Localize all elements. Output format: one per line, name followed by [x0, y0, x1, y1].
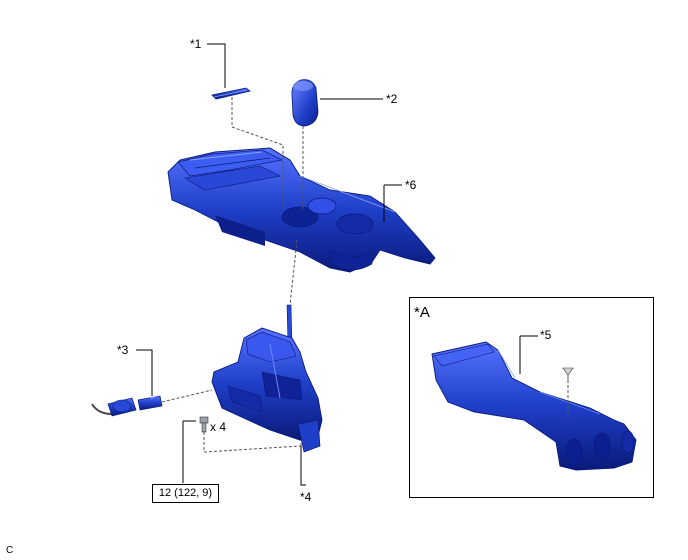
shift-lever-assembly-part [211, 304, 323, 453]
callout-part-3: *3 [117, 343, 129, 357]
torque-spec: 12 (122, 9) [152, 484, 219, 503]
footer-code: C [6, 545, 14, 556]
bolt-icon [199, 416, 209, 433]
inset-panel [409, 297, 654, 498]
inset-callout-leader [519, 335, 538, 374]
callout-leaders [136, 43, 402, 486]
bolt-quantity: x 4 [210, 420, 227, 434]
vent-duct-part [431, 341, 637, 471]
callout-part-1: *1 [190, 37, 202, 51]
assembly-guide-lines [161, 97, 304, 453]
console-panel-part [167, 147, 436, 273]
inset-label: *A [414, 304, 430, 321]
callout-part-5: *5 [540, 328, 552, 342]
shift-knob-part [291, 79, 319, 127]
callout-part-4: *4 [300, 490, 312, 504]
callout-part-2: *2 [386, 92, 398, 106]
clip-icon [562, 367, 574, 380]
shift-cable-part [91, 395, 163, 417]
callout-part-6: *6 [405, 178, 417, 192]
trim-strip-part [211, 87, 251, 100]
